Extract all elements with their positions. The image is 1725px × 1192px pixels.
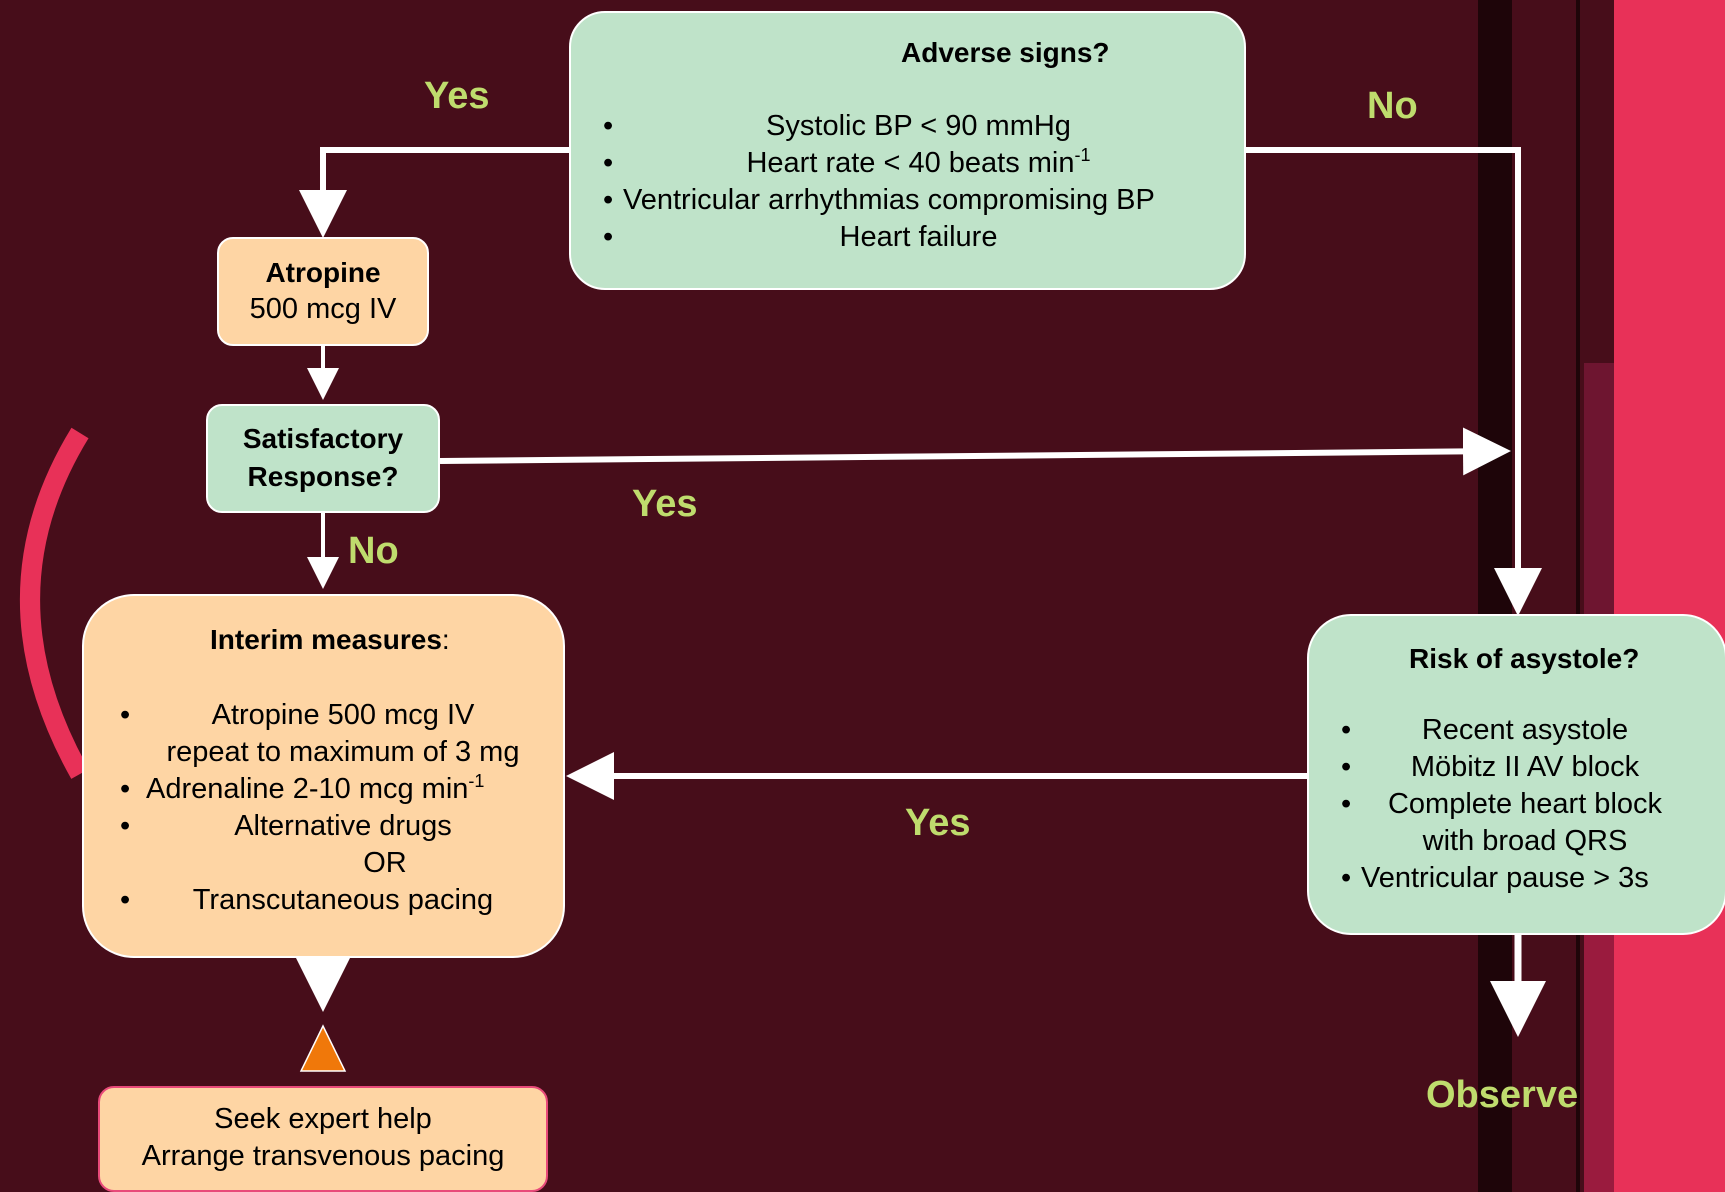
expert-line1: Seek expert help (214, 1103, 432, 1135)
adverse-signs-title: Adverse signs? (901, 37, 1110, 68)
asystole-title: Risk of asystole? (1409, 643, 1640, 674)
interim-measures-box: Interim measures: • Atropine 500 mcg IV … (82, 594, 565, 958)
list-item: • Recent asystole (1341, 714, 1629, 746)
label-no-satisfactory: No (348, 530, 399, 572)
list-item: • Ventricular pause > 3s (1341, 862, 1649, 894)
atropine-box: Atropine 500 mcg IV (217, 237, 429, 346)
connector-satisfactory-yes (439, 427, 1511, 476)
list-item: • Atropine 500 mcg IV (120, 699, 475, 731)
atropine-title: Atropine (265, 257, 381, 288)
seek-expert-help-box: Seek expert help Arrange transvenous pac… (98, 1086, 548, 1192)
label-no-adverse: No (1367, 85, 1418, 127)
adverse-signs-box: Adverse signs? • Systolic BP < 90 mmHg •… (569, 11, 1246, 290)
satisfactory-line2: Response? (247, 461, 399, 492)
list-item: • Transcutaneous pacing (120, 884, 494, 916)
satisfactory-response-box: Satisfactory Response? (206, 404, 440, 513)
decor-stripe-pink (1614, 0, 1725, 1192)
pink-bracket-decoration (20, 427, 89, 779)
list-item: • Möbitz II AV block (1341, 751, 1640, 783)
list-item: • Heart failure (603, 221, 998, 253)
atropine-dose: 500 mcg IV (249, 293, 397, 325)
list-item: • Systolic BP < 90 mmHg (603, 110, 1071, 142)
label-yes-satisfactory: Yes (632, 483, 698, 525)
list-item: with broad QRS (1422, 825, 1628, 857)
label-yes-adverse: Yes (424, 75, 490, 117)
list-item: • Heart rate < 40 beats min-1 (603, 145, 1091, 179)
interim-list: • Atropine 500 mcg IV repeat to maximum … (120, 697, 540, 919)
list-item: • Ventricular arrhythmias compromising B… (603, 184, 1155, 216)
list-item: • Adrenaline 2-10 mcg min-1 (120, 771, 485, 805)
expert-line2: Arrange transvenous pacing (141, 1140, 505, 1172)
satisfactory-line1: Satisfactory (242, 423, 404, 454)
list-item: • Alternative drugs (120, 810, 452, 842)
label-yes-asystole: Yes (905, 802, 971, 844)
adverse-signs-list: • Systolic BP < 90 mmHg • Heart rate < 4… (603, 108, 1208, 256)
decor-stripe-line (1576, 0, 1580, 1192)
list-item: • Complete heart block (1341, 788, 1663, 820)
list-item: OR (363, 847, 407, 879)
risk-of-asystole-box: Risk of asystole? • Recent asystole • Mö… (1307, 614, 1725, 935)
asystole-list: • Recent asystole • Möbitz II AV block •… (1341, 712, 1683, 897)
interim-title: Interim measures: (210, 624, 450, 655)
list-item: repeat to maximum of 3 mg (166, 736, 520, 768)
label-observe: Observe (1426, 1074, 1579, 1116)
warning-triangle-icon (299, 1024, 347, 1072)
connector-adverse-yes (299, 147, 571, 238)
connector-adverse-no (1245, 147, 1542, 616)
